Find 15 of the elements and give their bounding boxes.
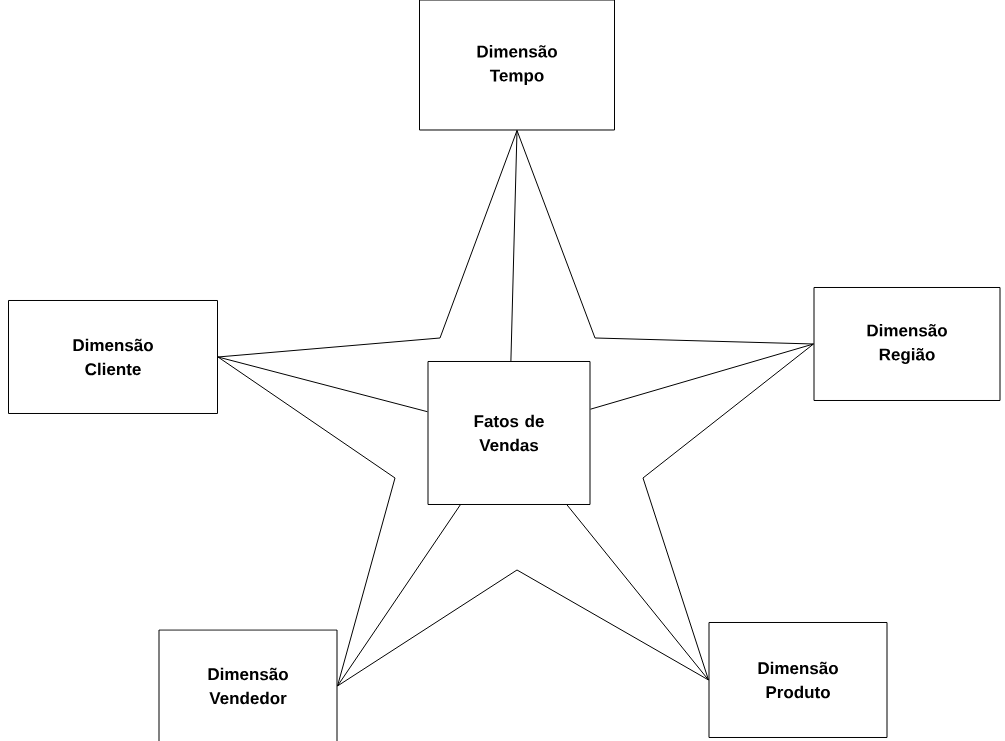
connector-line <box>642 343 814 681</box>
connector-line <box>516 130 814 345</box>
connector-line <box>217 356 428 413</box>
dimension-box: Dimensão Cliente <box>8 300 218 414</box>
dimension-box: Dimensão Região <box>813 287 1001 401</box>
connector-line <box>337 569 709 687</box>
connector-line <box>217 130 518 358</box>
dimension-box: Fatos de Vendas <box>427 361 591 505</box>
connector-line <box>337 504 461 687</box>
connector-line <box>217 356 396 687</box>
connector-line <box>566 504 709 681</box>
connector-line <box>590 343 814 410</box>
dimension-box: Dimensão Vendedor <box>158 629 338 741</box>
dimension-box: Dimensão Produto <box>708 622 888 738</box>
dimension-box: Dimensão Tempo <box>419 0 615 131</box>
